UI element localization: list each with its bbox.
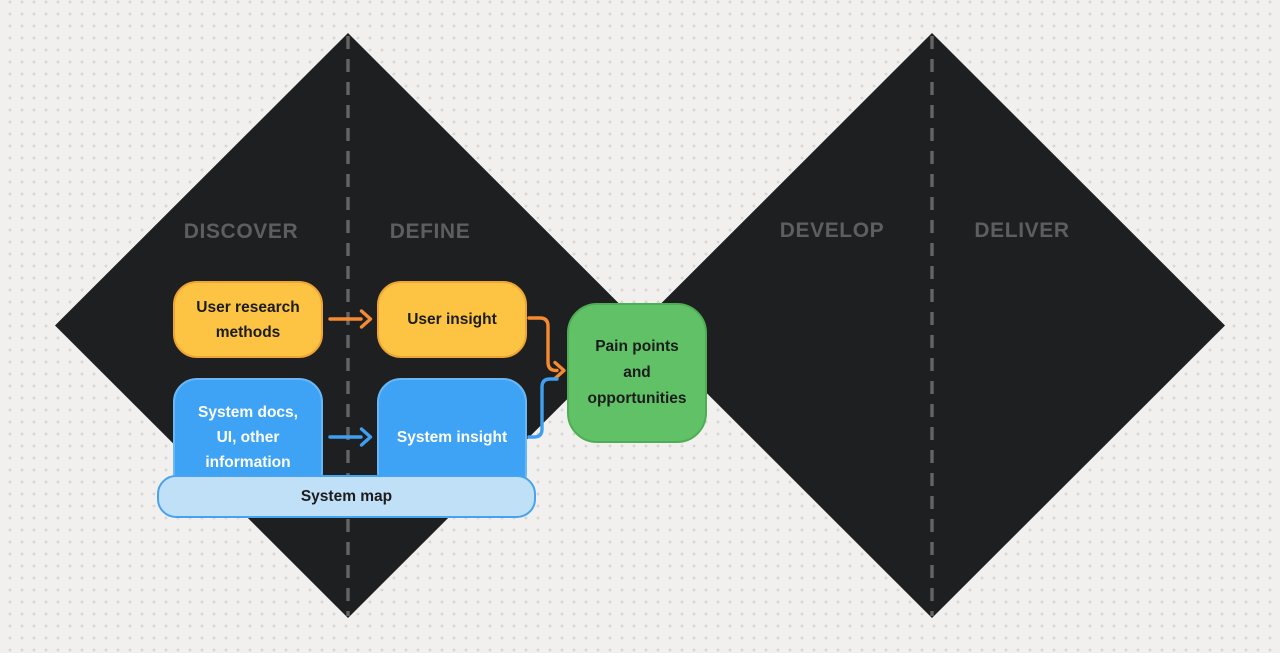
node-label-line: System map (300, 488, 393, 505)
node-pain-points-and-opportunities[interactable]: Pain points and opportunities (567, 303, 707, 443)
phase-label-deliver: DELIVER (974, 219, 1070, 242)
phase-label-develop: DEVELOP (779, 219, 885, 242)
node-label-line: methods (215, 323, 281, 341)
node-system-map[interactable]: System map (157, 475, 536, 518)
node-user-research-methods[interactable]: User research methods (173, 281, 323, 358)
node-label-line: User insight (407, 311, 497, 328)
node-label-line: Pain points (595, 338, 679, 355)
node-label-line: User research (196, 298, 300, 316)
node-label-line: information (205, 454, 291, 471)
develop-deliver-diamond[interactable] (639, 33, 1225, 618)
node-label-line: System insight (396, 429, 508, 446)
node-label-line: System docs, (198, 404, 298, 421)
node-user-insight[interactable]: User insight (377, 281, 527, 358)
node-label-line: opportunities (587, 390, 687, 407)
node-label-line: UI, other (216, 429, 280, 446)
phase-label-discover: DISCOVER (183, 220, 299, 243)
node-label-line: and (623, 364, 651, 381)
phase-label-define: DEFINE (389, 220, 471, 243)
